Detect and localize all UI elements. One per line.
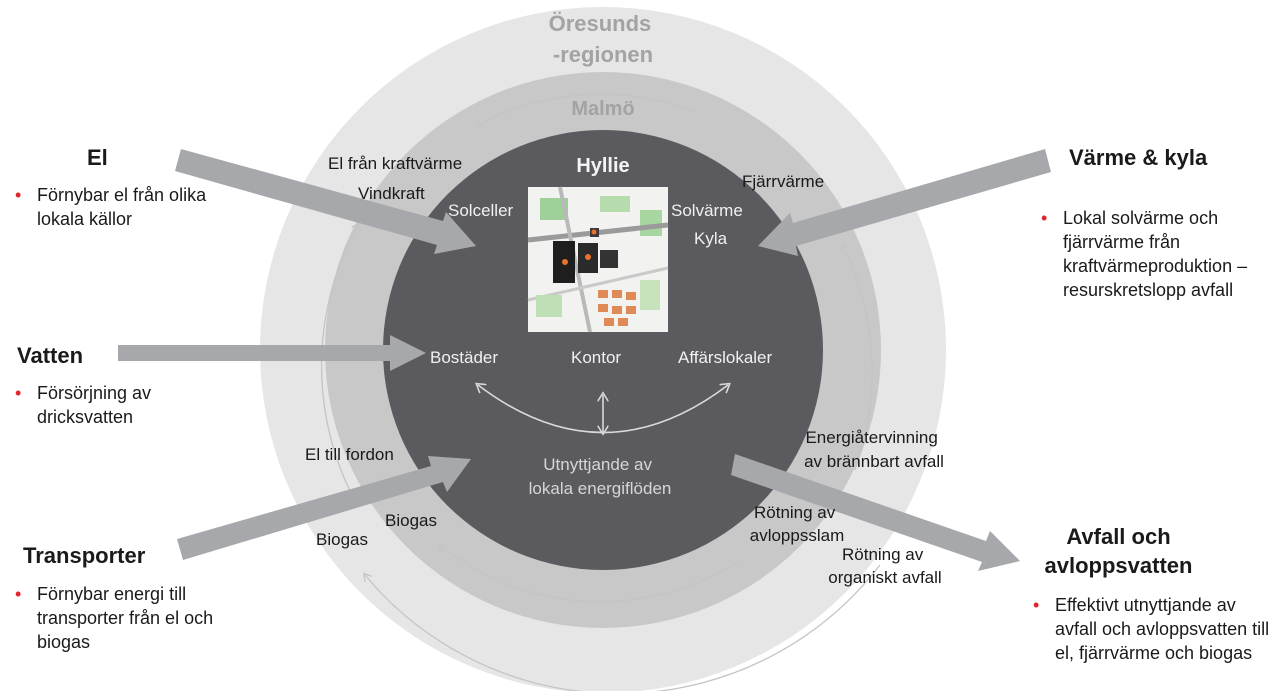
ring-label-oresundsregionen: Öresunds -regionen <box>549 11 658 67</box>
list-item: Effektivt utnyttjande av avfall och avlo… <box>1033 593 1273 665</box>
label-rotning-organiskt: Rötning av organiskt avfall <box>828 545 941 587</box>
list-item: Försörjning av dricksvatten <box>15 381 215 429</box>
el-arrow <box>175 149 476 254</box>
varme-arrow <box>758 149 1051 256</box>
label-affarslokaler: Affärslokaler <box>678 348 773 367</box>
section-list-el: Förnybar el från olika lokala källor <box>15 183 255 231</box>
label-fjarrvarme: Fjärrvärme <box>742 172 824 191</box>
label-solceller: Solceller <box>448 201 514 220</box>
label-el-fran-kraftvarme: El från kraftvärme <box>328 154 462 173</box>
flow-arrows <box>118 149 1051 571</box>
hyllie-site-map <box>527 186 669 333</box>
section-list-avfall: Effektivt utnyttjande av avfall och avlo… <box>1033 593 1273 665</box>
list-item: Förnybar energi till transporter från el… <box>15 582 260 654</box>
section-title-transporter: Transporter <box>23 543 146 568</box>
list-item: Lokal solvärme och fjärrvärme från kraft… <box>1041 206 1273 302</box>
section-list-vatten: Försörjning av dricksvatten <box>15 381 215 429</box>
section-title-avfall-line: avloppsvatten <box>1044 553 1193 578</box>
list-item: Förnybar el från olika lokala källor <box>15 183 255 231</box>
section-list-transporter: Förnybar energi till transporter från el… <box>15 582 260 654</box>
section-title-avfall: Avfall och avloppsvatten <box>1031 522 1206 580</box>
label-biogas-outer: Biogas <box>316 530 368 549</box>
label-bostader: Bostäder <box>430 348 498 367</box>
inner-exchange-arrows <box>478 385 728 433</box>
label-energiatervinning: Energiåtervinning av brännbart avfall <box>804 428 944 471</box>
section-title-varme: Värme & kyla <box>1069 145 1208 170</box>
vatten-arrow <box>118 335 426 371</box>
section-title-avfall-line: Avfall och <box>1066 524 1171 549</box>
label-biogas-inner: Biogas <box>385 511 437 530</box>
label-kyla: Kyla <box>694 229 728 248</box>
label-solvarme: Solvärme <box>671 201 743 220</box>
transporter-arrow <box>177 456 471 560</box>
label-rotning-slam: Rötning av avloppsslam <box>750 503 845 545</box>
section-list-varme: Lokal solvärme och fjärrvärme från kraft… <box>1041 206 1273 302</box>
section-title-el: El <box>87 145 108 170</box>
label-vindkraft: Vindkraft <box>358 184 425 203</box>
section-title-vatten: Vatten <box>17 343 84 368</box>
label-utnyttjande: Utnyttjande av lokala energiflöden <box>529 455 672 498</box>
ring-label-malmo: Malmö <box>571 98 634 120</box>
label-el-till-fordon: El till fordon <box>305 445 394 464</box>
avfall-arrow <box>731 454 1020 571</box>
ring-label-hyllie: Hyllie <box>576 155 629 177</box>
ring-hyllie-core <box>383 130 823 570</box>
label-kontor: Kontor <box>571 348 621 367</box>
